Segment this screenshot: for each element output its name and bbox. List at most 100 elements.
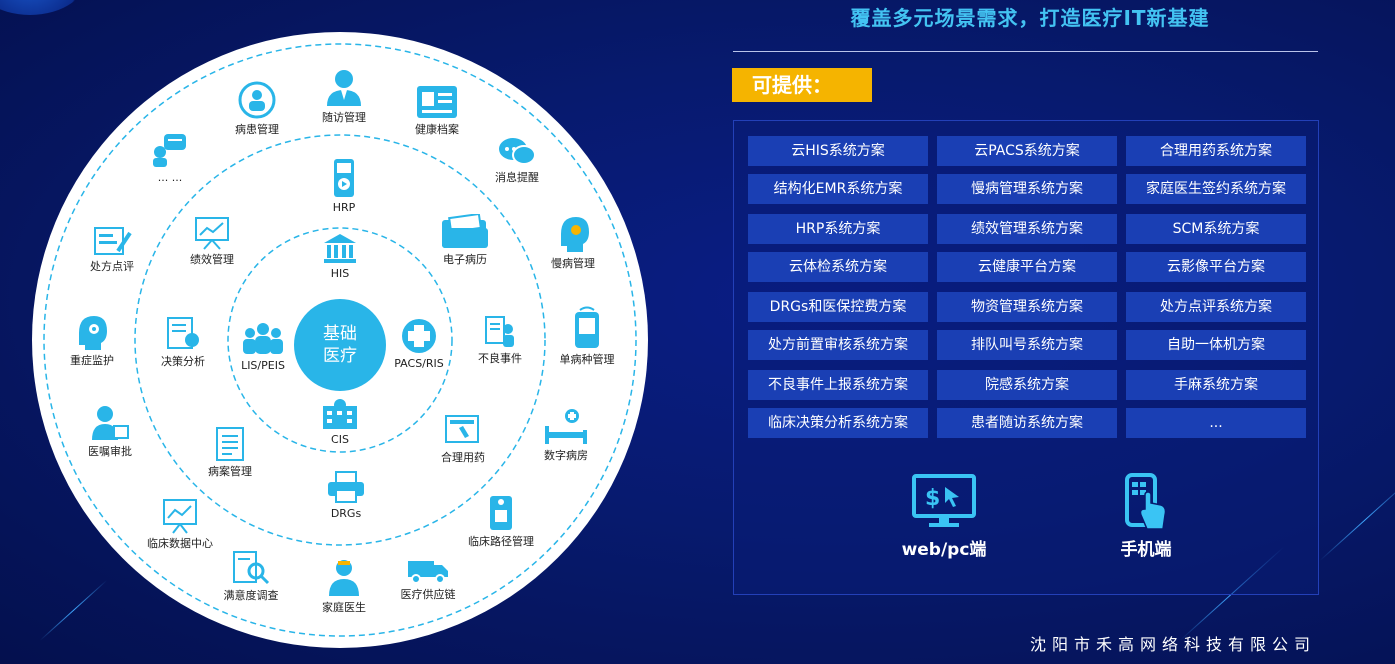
solution-item[interactable]: ... [1126,408,1306,438]
node-label: 临床路径管理 [468,535,534,548]
node-label: 满意度调查 [223,589,279,602]
solution-item[interactable]: 云健康平台方案 [937,252,1117,282]
solution-item[interactable]: HRP系统方案 [748,214,928,244]
report-person-icon [485,316,514,347]
node-label: 病案管理 [208,465,252,478]
solution-item[interactable]: 结构化EMR系统方案 [748,174,928,204]
doctor-person-icon [327,70,361,106]
svg-text:$: $ [925,486,940,511]
solution-item[interactable]: DRGs和医保控费方案 [748,292,928,322]
node-label: 重症监护 [70,354,114,367]
folder-icon [442,214,488,248]
solution-item[interactable]: 临床决策分析系统方案 [748,408,928,438]
node-drug: 合理用药 [418,414,508,464]
core-basic-medical: 基础 医疗 [294,299,386,391]
patient-cycle-icon [238,81,276,119]
chart-board-icon [163,499,197,534]
node-datacenter: 临床数据中心 [135,498,225,550]
solution-row: 不良事件上报系统方案 院感系统方案 手麻系统方案 [748,370,1308,400]
node-label: 医疗供应链 [400,588,456,601]
node-insurance: 医嘱审批 [65,404,155,458]
node-label: 家庭医生 [322,601,366,614]
node-decision: 决策分析 [138,316,228,368]
solution-item[interactable]: 云HIS系统方案 [748,136,928,166]
solution-item[interactable]: 云体检系统方案 [748,252,928,282]
node-adverse: 不良事件 [455,315,545,365]
solution-item[interactable]: 合理用药系统方案 [1126,136,1306,166]
document-list-icon [216,427,244,461]
media-player-icon [334,159,354,197]
solution-item[interactable]: 云PACS系统方案 [937,136,1117,166]
magnifier-document-icon [233,551,270,585]
solution-row: 云体检系统方案 云健康平台方案 云影像平台方案 [748,252,1308,282]
solution-item[interactable]: 排队叫号系统方案 [937,330,1117,360]
solution-item[interactable]: 处方前置审核系统方案 [748,330,928,360]
headline: 覆盖多元场景需求，打造医疗IT新基建 [850,6,1210,30]
node-label: LIS/PEIS [241,359,285,372]
solution-item[interactable]: 慢病管理系统方案 [937,174,1117,204]
node-single: 单病种管理 [542,306,632,366]
family-doctor-icon [329,560,359,596]
phone-device-icon [575,306,599,348]
solution-row: HRP系统方案 绩效管理系统方案 SCM系统方案 [748,214,1308,244]
node-label: 合理用药 [441,451,485,464]
node-label: 处方点评 [90,260,134,273]
solution-row: 结构化EMR系统方案 慢病管理系统方案 家庭医生签约系统方案 [748,174,1308,204]
solution-row: 云HIS系统方案 云PACS系统方案 合理用药系统方案 [748,136,1308,166]
node-label: 电子病历 [443,253,487,266]
solution-item[interactable]: 院感系统方案 [937,370,1117,400]
light-streak [1319,479,1395,561]
node-supply: 医疗供应链 [383,553,473,601]
node-label: PACS/RIS [394,357,444,370]
core-line-2: 医疗 [323,346,357,366]
solution-item[interactable]: 不良事件上报系统方案 [748,370,928,400]
node-health: 健康档案 [392,84,482,136]
node-msg: 消息提醒 [472,136,562,184]
node-label: 临床数据中心 [147,537,213,550]
solution-item[interactable]: 手麻系统方案 [1126,370,1306,400]
node-ward: 数字病房 [521,408,611,462]
hospital-building-icon [324,234,356,263]
node-label: 决策分析 [161,355,205,368]
analysis-document-icon [167,317,199,349]
medical-cross-icon [402,319,436,353]
solution-item[interactable]: 处方点评系统方案 [1126,292,1306,322]
solution-row: DRGs和医保控费方案 物资管理系统方案 处方点评系统方案 [748,292,1308,322]
node-path: 临床路径管理 [456,488,546,548]
node-review: 处方点评 [67,225,157,273]
solutions-grid: 云HIS系统方案 云PACS系统方案 合理用药系统方案 结构化EMR系统方案 慢… [748,136,1308,446]
touch-screen-icon [445,415,479,443]
solution-item[interactable]: 物资管理系统方案 [937,292,1117,322]
printer-icon [328,471,364,503]
node-label: 消息提醒 [495,171,539,184]
service-circle-diagram: 基础 医疗 HIS PACS/RIS CIS LIS/PEIS HRP 电子病历… [43,43,637,637]
node-chronic: 慢病管理 [528,214,618,270]
people-group-icon [243,323,283,354]
solution-item[interactable]: 绩效管理系统方案 [937,214,1117,244]
price-tag-icon [490,496,512,530]
solution-item[interactable]: 自助一体机方案 [1126,330,1306,360]
provide-badge: 可提供： [732,68,872,102]
node-family: 家庭医生 [299,558,389,614]
web-pc-device: $ web/pc端 [894,473,994,560]
node-label: 慢病管理 [551,257,595,270]
solution-item[interactable]: 家庭医生签约系统方案 [1126,174,1306,204]
node-more: ... ... [125,132,215,184]
device-label: 手机端 [1120,540,1172,560]
company-name: 沈阳市禾高网络科技有限公司 [1030,635,1317,654]
mobile-device: 手机端 [1096,473,1196,560]
solution-item[interactable]: SCM系统方案 [1126,214,1306,244]
solution-item[interactable]: 云影像平台方案 [1126,252,1306,282]
solution-item[interactable]: 患者随访系统方案 [937,408,1117,438]
node-label: 健康档案 [415,123,459,136]
node-label: 随访管理 [322,111,366,124]
node-icu: 重症监护 [47,313,137,367]
node-label: ... ... [157,171,183,184]
solution-row: 临床决策分析系统方案 患者随访系统方案 ... [748,408,1308,438]
node-hrp: HRP [299,158,389,214]
hospital-bed-icon [545,409,587,444]
node-disease: 病患管理 [212,80,302,136]
id-card-icon [417,86,457,118]
head-gear-icon [79,316,107,350]
node-lis: LIS/PEIS [218,320,308,372]
